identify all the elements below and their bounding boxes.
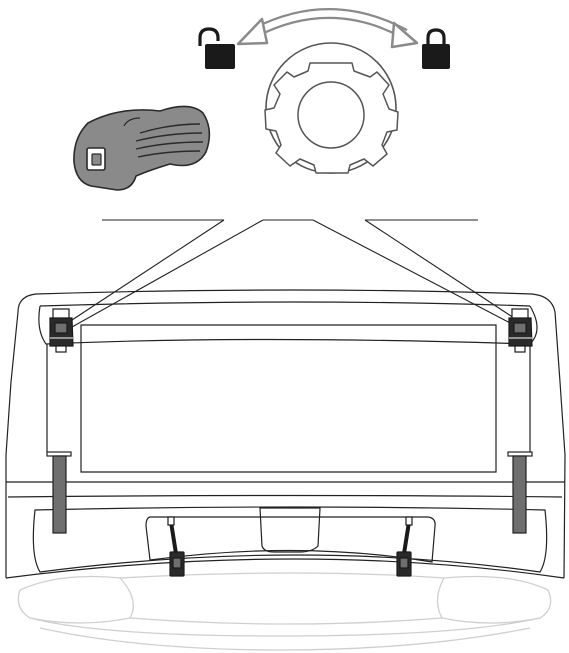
double-arrow-rotate-icon [236, 8, 419, 49]
latch-right [508, 308, 533, 353]
padlock-open-icon [198, 27, 235, 69]
clamp-left [167, 516, 185, 577]
key-icon [73, 105, 211, 191]
padlock-closed-icon [422, 28, 450, 69]
latch-left [49, 308, 74, 353]
clamp-right [396, 516, 413, 577]
lock-cylinder-icon [264, 42, 399, 174]
roof-bars-ghost [17, 572, 552, 651]
mounting-strap-right [507, 451, 533, 534]
roof-box-body [5, 289, 566, 579]
mounting-strap-left [46, 451, 72, 534]
callout-lines [71, 219, 515, 328]
